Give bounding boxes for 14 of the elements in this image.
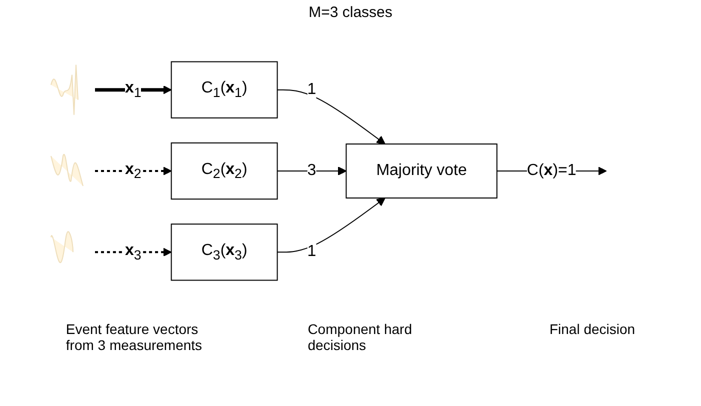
waveform-drawing	[50, 154, 84, 186]
process-box: C$_{3}$(x$_{3}$)	[170, 224, 278, 281]
waveform-drawing	[50, 64, 78, 116]
arrow	[276, 166, 346, 176]
note-text: Event feature vectors from 3 measurements	[66, 321, 204, 353]
diagram-title: M=3 classes	[308, 4, 394, 21]
process-box: Majority vote	[346, 144, 498, 198]
arrow	[276, 89, 386, 144]
note-text: Component hard decisions	[308, 321, 413, 353]
arrow	[276, 198, 386, 253]
process-box: C$_{1}$(x$_{1}$)	[170, 61, 278, 118]
process-box: C$_{2}$(x$_{2}$)	[170, 142, 278, 200]
waveform-drawing	[50, 231, 74, 264]
note-text: Final decision	[549, 321, 636, 339]
